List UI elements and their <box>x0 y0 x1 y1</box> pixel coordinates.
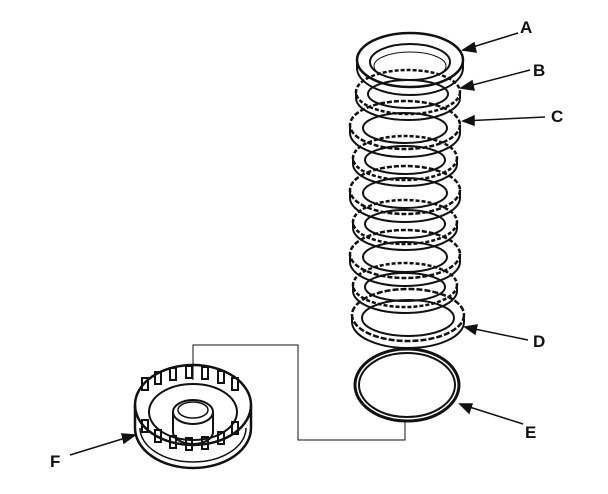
arrow-c <box>462 116 546 122</box>
label-b: B <box>533 61 545 80</box>
label-c: C <box>551 107 563 126</box>
plate-stack-6 <box>351 198 459 251</box>
plate-a <box>355 31 465 96</box>
plate-d <box>350 287 466 349</box>
leader-arrows <box>69 32 546 456</box>
label-e: E <box>525 423 536 442</box>
label-d: D <box>533 332 545 351</box>
plate-stack-5 <box>348 164 462 223</box>
plate-c <box>348 99 462 158</box>
snap-ring-e <box>353 347 461 423</box>
assembly-guide-line <box>192 344 406 441</box>
label-f: F <box>50 452 60 471</box>
label-a: A <box>520 18 532 37</box>
clutch-plate-stack <box>348 31 466 349</box>
clutch-drum-f <box>133 363 253 470</box>
plate-stack-4 <box>351 134 459 187</box>
